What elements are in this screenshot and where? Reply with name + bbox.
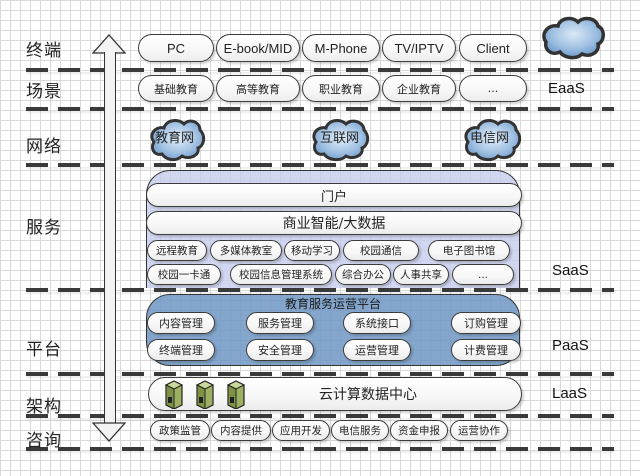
cloud-education-network-icon (150, 119, 206, 162)
service-portal: 门户 (146, 183, 522, 207)
separator-service-platform (26, 288, 614, 292)
platform-subscription-management: 订购管理 (451, 312, 521, 334)
scene-enterprise-education: 企业教育 (382, 75, 456, 102)
network-internet: 互联网 (320, 131, 360, 146)
separator-network-service (26, 163, 614, 167)
platform-content-management: 内容管理 (147, 312, 215, 334)
consulting-policy-supervision: 政策监管 (150, 420, 210, 441)
saas-label: SaaS (552, 262, 589, 279)
scene-more: ... (459, 75, 527, 102)
layer-label-platform: 平台 (26, 340, 62, 360)
cloud-datacenter-label: 云计算数据中心 (319, 387, 417, 403)
network-telecom: 电信网 (470, 131, 510, 146)
layer-label-consulting: 咨询 (26, 431, 62, 451)
terminal-client: Client (459, 34, 527, 62)
arrow-down-head-icon (92, 422, 126, 442)
terminal-pc: PC (138, 34, 214, 62)
server-icon (226, 380, 246, 409)
scene-basic-education: 基础教育 (138, 75, 214, 102)
paas-label: PaaS (552, 337, 589, 354)
platform-service-management: 服务管理 (246, 312, 314, 334)
cloud-telecom-network-icon (464, 119, 522, 162)
layer-label-scene: 场景 (26, 82, 62, 102)
cloud-datacenter: 云计算数据中心 (148, 377, 522, 411)
service-campus-communication: 校园通信 (343, 240, 419, 261)
service-campus-info-system: 校园信息管理系统 (230, 264, 332, 285)
consulting-fund-application: 资金申报 (390, 420, 448, 441)
consulting-operation-collaboration: 运营协作 (450, 420, 508, 441)
consulting-app-development: 应用开发 (272, 420, 330, 441)
service-more: ... (452, 264, 514, 285)
server-icon (164, 380, 184, 409)
cloud-icon (542, 16, 605, 60)
scene-vocational-education: 职业教育 (302, 75, 380, 102)
layer-label-service: 服务 (26, 218, 62, 238)
laas-label: LaaS (552, 385, 588, 402)
service-remote-education: 远程教育 (147, 240, 207, 261)
layer-label-architecture: 架构 (26, 397, 62, 417)
cloud-internet-icon (312, 119, 370, 162)
separator-scene-network (26, 107, 614, 111)
terminal-tv-iptv: TV/IPTV (382, 34, 456, 62)
platform-system-interface: 系统接口 (343, 312, 411, 334)
network-education: 教育网 (155, 131, 195, 146)
service-campus-card: 校园一卡通 (147, 264, 221, 285)
server-icon (195, 380, 215, 409)
separator-platform-architecture (26, 372, 614, 376)
terminal-m-phone: M-Phone (302, 34, 380, 62)
service-hr-sharing: 人事共享 (393, 264, 449, 285)
platform-operation-management: 运营管理 (343, 339, 411, 361)
platform-title: 教育服务运营平台 (284, 297, 381, 311)
service-multimedia-classroom: 多媒体教室 (210, 240, 282, 261)
arrow-up-head-icon (92, 34, 126, 54)
platform-security-management: 安全管理 (246, 339, 314, 361)
terminal-ebook-mid: E-book/MID (216, 34, 300, 62)
platform-billing-management: 计费管理 (451, 339, 521, 361)
eaas-label: EaaS (548, 80, 585, 97)
arrow-shaft (104, 52, 116, 424)
consulting-content-provision: 内容提供 (211, 420, 271, 441)
service-office-automation: 综合办公 (335, 264, 391, 285)
service-mobile-learning: 移动学习 (284, 240, 340, 261)
platform-terminal-management: 终端管理 (147, 339, 215, 361)
layer-label-network: 网络 (26, 137, 62, 157)
service-business-intelligence: 商业智能/大数据 (146, 211, 522, 235)
scene-higher-education: 高等教育 (216, 75, 300, 102)
separator-terminal-scene (26, 68, 614, 72)
layer-label-terminal: 终端 (26, 41, 62, 61)
service-digital-library: 电子图书馆 (428, 240, 510, 261)
separator-bottom (26, 447, 614, 451)
separator-architecture-consulting (26, 414, 614, 418)
server-icons (164, 380, 246, 409)
consulting-telecom-service: 电信服务 (331, 420, 389, 441)
